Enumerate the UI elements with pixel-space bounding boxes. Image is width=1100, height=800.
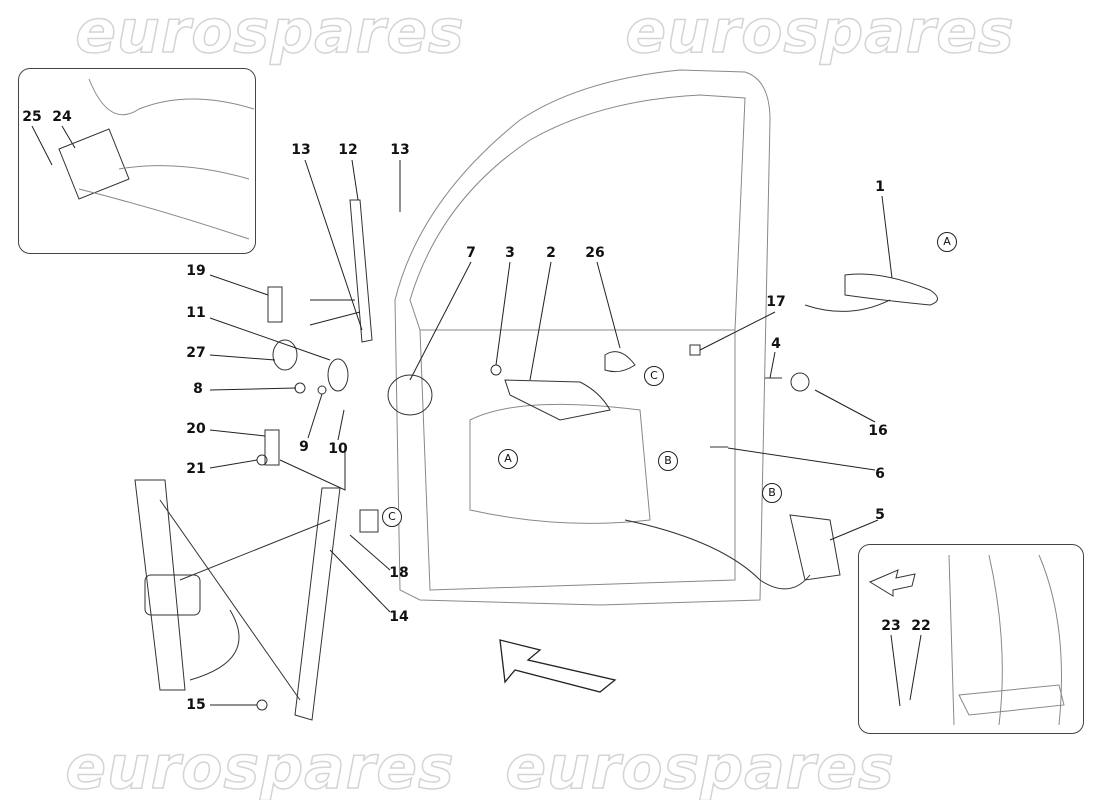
callout-4: 4 — [771, 336, 781, 352]
callout-16: 16 — [868, 423, 888, 439]
glass-channel — [349, 199, 373, 343]
callout-10: 10 — [328, 441, 348, 457]
lock-actuator — [789, 514, 841, 581]
direction-arrow-small — [868, 569, 916, 597]
leader-lines — [31, 125, 922, 707]
watermark: eurospares — [75, 0, 465, 67]
direction-arrow — [499, 639, 617, 693]
watermark: eurospares — [625, 0, 1015, 67]
watermark: eurospares — [65, 733, 455, 800]
callout-20: 20 — [186, 421, 206, 437]
callout-1: 1 — [875, 179, 885, 195]
callout-5: 5 — [875, 507, 885, 523]
callout-13: 13 — [390, 142, 410, 158]
callout-11: 11 — [186, 305, 206, 321]
ref-marker-a: A — [937, 232, 957, 252]
callout-24: 24 — [52, 109, 72, 125]
callout-2: 2 — [546, 245, 556, 261]
callout-27: 27 — [186, 345, 206, 361]
callout-6: 6 — [875, 466, 885, 482]
callout-25: 25 — [22, 109, 42, 125]
inset-dashboard — [18, 68, 256, 254]
ref-marker-a: A — [498, 449, 518, 469]
callout-23: 23 — [881, 618, 901, 634]
speaker — [387, 374, 433, 416]
callout-14: 14 — [389, 609, 409, 625]
callout-8: 8 — [193, 381, 203, 397]
cover-26 — [604, 351, 636, 373]
callout-9: 9 — [299, 439, 309, 455]
ref-marker-b: B — [658, 451, 678, 471]
callout-18: 18 — [389, 565, 409, 581]
ref-marker-b: B — [762, 483, 782, 503]
callout-3: 3 — [505, 245, 515, 261]
callout-21: 21 — [186, 461, 206, 477]
cable — [624, 519, 811, 590]
inner-handle — [504, 379, 611, 421]
callout-22: 22 — [911, 618, 931, 634]
callout-26: 26 — [585, 245, 605, 261]
window-regulator — [134, 479, 341, 721]
callout-17: 17 — [766, 294, 786, 310]
ref-marker-c: C — [382, 507, 402, 527]
callout-19: 19 — [186, 263, 206, 279]
outer-handle — [804, 273, 938, 312]
callout-7: 7 — [466, 245, 476, 261]
ref-marker-c: C — [644, 366, 664, 386]
callout-12: 12 — [338, 142, 358, 158]
door-panel — [394, 69, 771, 606]
callout-13: 13 — [291, 142, 311, 158]
callout-15: 15 — [186, 697, 206, 713]
watermark: eurospares — [505, 733, 895, 800]
inset-door-pillar — [858, 544, 1084, 734]
